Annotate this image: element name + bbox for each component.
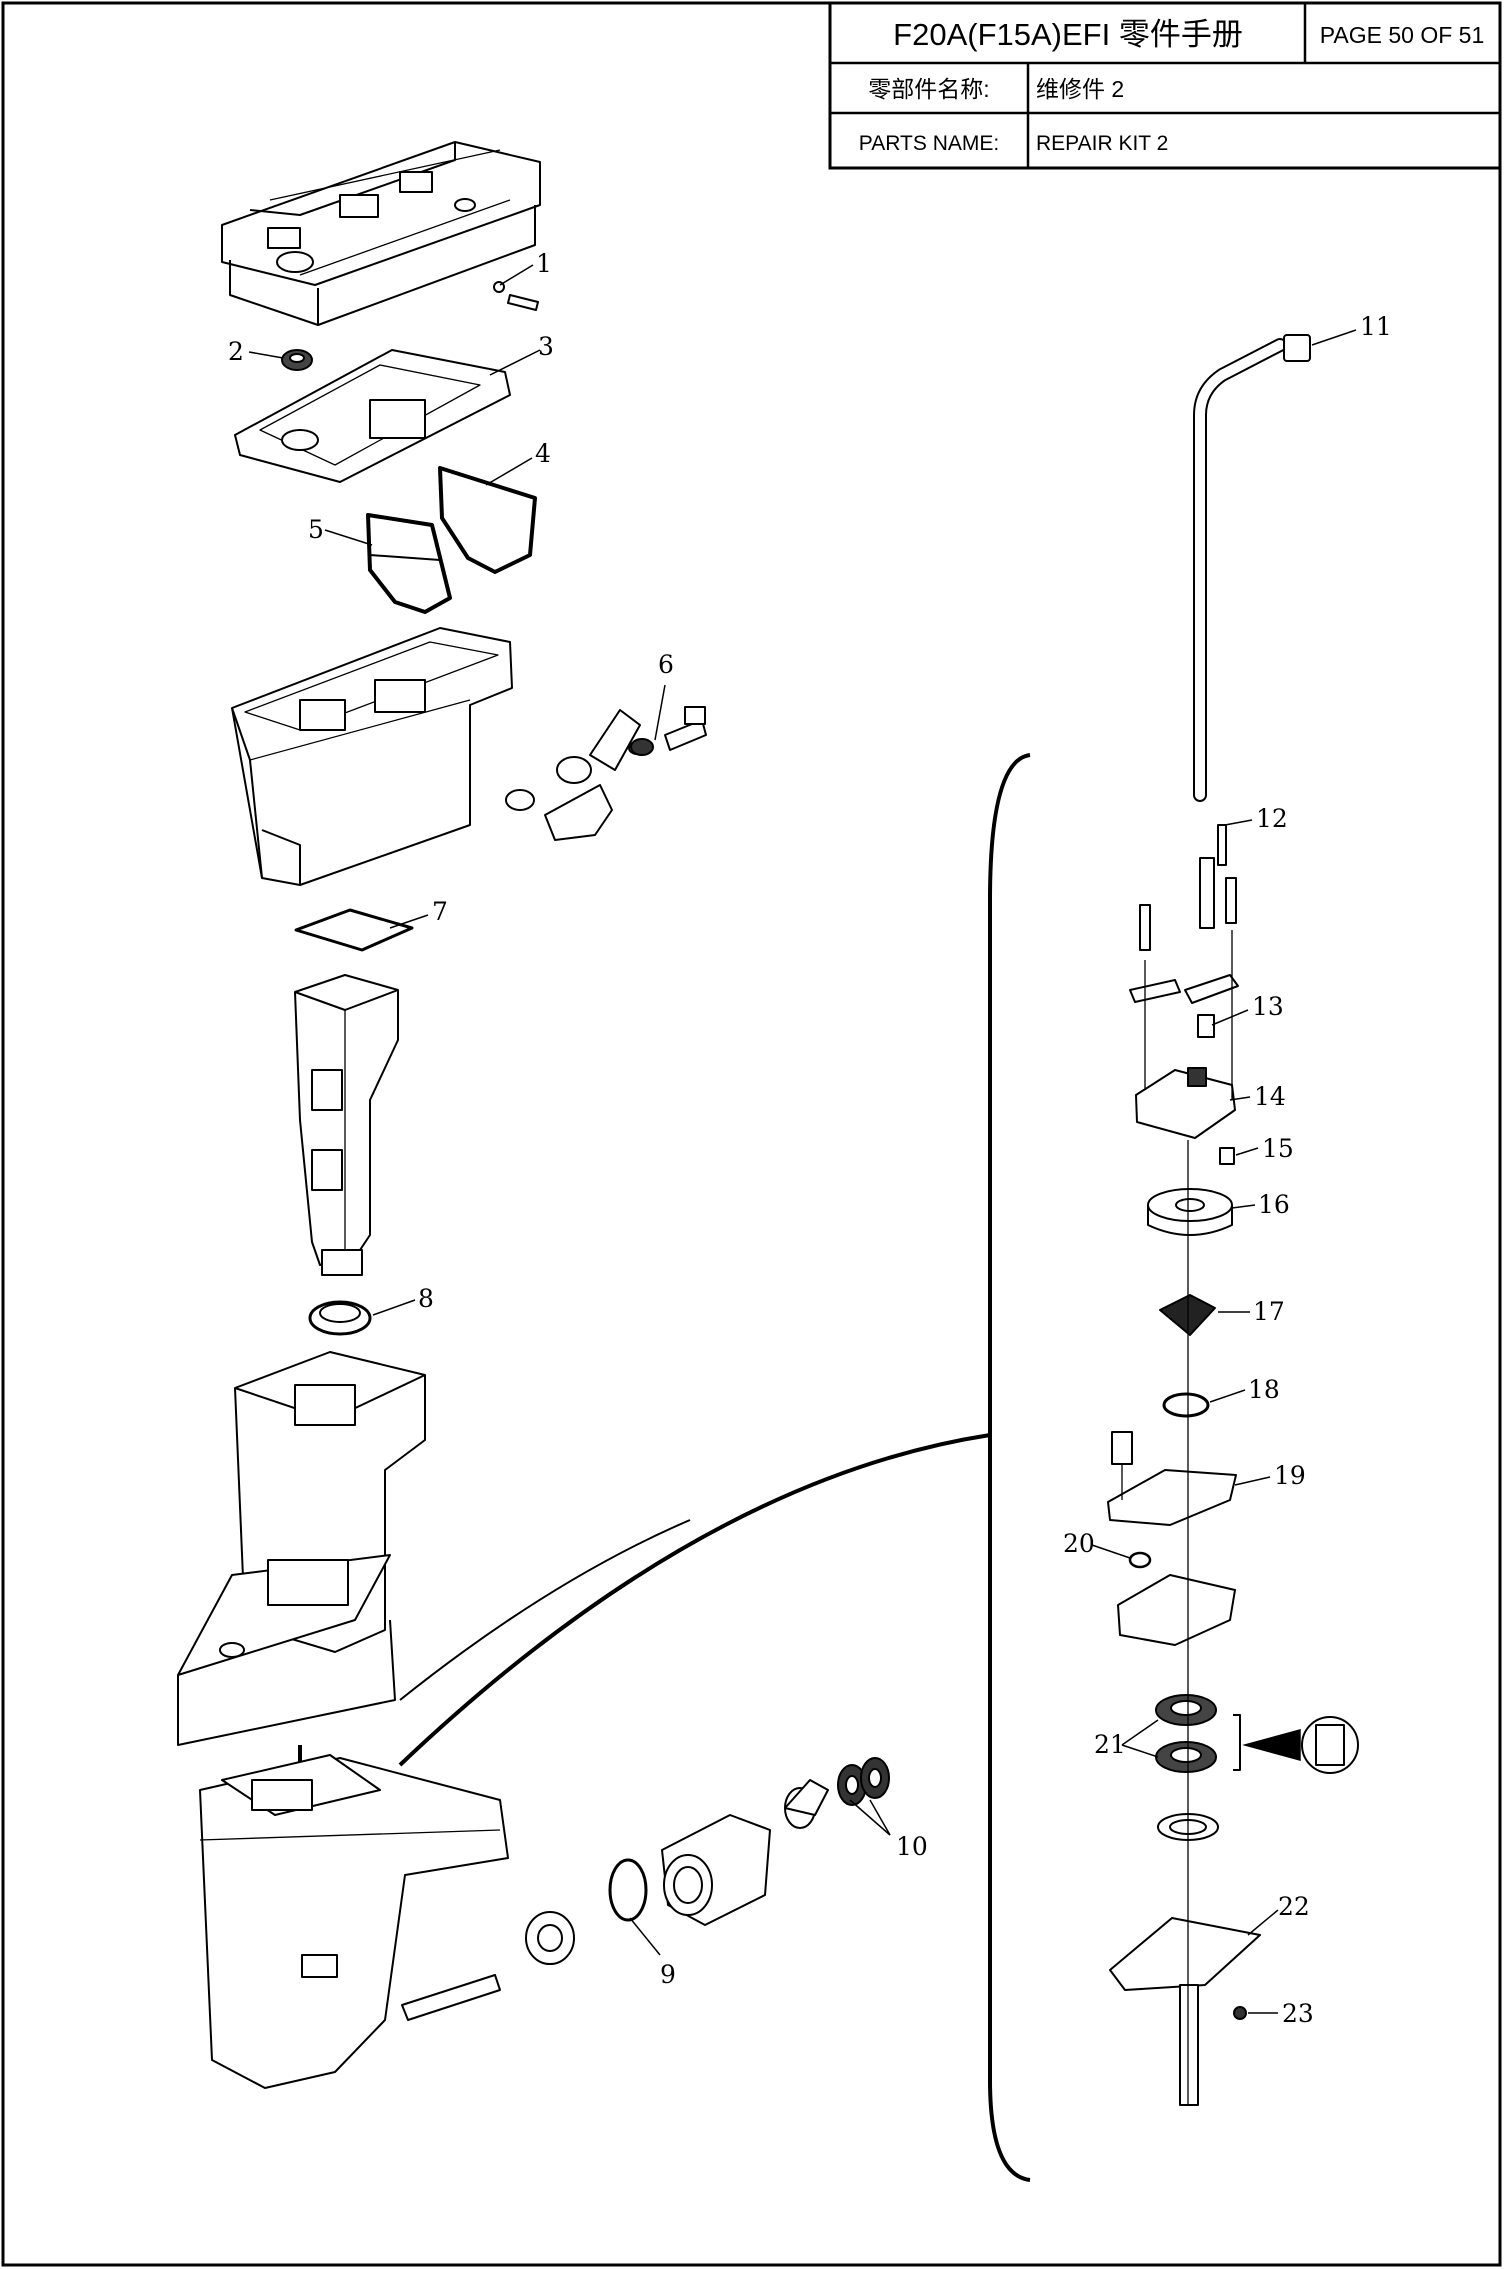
callout-2: 2 xyxy=(228,337,244,366)
cn-name-value: 维修件 2 xyxy=(1036,76,1124,102)
callout-20: 20 xyxy=(1063,1529,1095,1558)
callout-21: 21 xyxy=(1094,1730,1126,1759)
callout-4: 4 xyxy=(535,439,551,468)
callout-12: 12 xyxy=(1256,804,1288,833)
callout-10: 10 xyxy=(896,1832,928,1861)
page-number: PAGE 50 OF 51 xyxy=(1320,22,1484,48)
alignment-lines xyxy=(1121,930,1233,2105)
upper-casing-drawing xyxy=(231,627,707,952)
leader-lines xyxy=(248,264,1357,2014)
callout-7: 7 xyxy=(432,897,448,926)
callout-5: 5 xyxy=(308,515,324,544)
callout-22: 22 xyxy=(1278,1892,1310,1921)
lower-casing-drawing xyxy=(177,1351,890,2089)
callout-11: 11 xyxy=(1360,312,1392,341)
grouping-curves xyxy=(398,753,1031,2182)
callout-17: 17 xyxy=(1253,1297,1285,1326)
callout-3: 3 xyxy=(538,332,554,361)
exhaust-plate-drawing xyxy=(221,141,541,614)
en-name-value: REPAIR KIT 2 xyxy=(1036,132,1168,155)
manual-title: F20A(F15A)EFI 零件手册 xyxy=(893,17,1243,52)
cn-name-label: 零部件名称: xyxy=(868,76,989,102)
callout-13: 13 xyxy=(1252,992,1284,1021)
callout-16: 16 xyxy=(1258,1190,1290,1219)
callout-19: 19 xyxy=(1274,1461,1306,1490)
en-name-label: PARTS NAME: xyxy=(859,132,999,155)
callout-18: 18 xyxy=(1248,1375,1280,1404)
water-pump-drawing xyxy=(1107,334,1359,2106)
callout-labels: 1 2 3 4 5 6 7 8 9 10 11 12 13 14 15 16 1… xyxy=(228,249,1392,2028)
callout-1: 1 xyxy=(536,249,552,278)
callout-8: 8 xyxy=(418,1284,434,1313)
callout-15: 15 xyxy=(1262,1134,1294,1163)
callout-6: 6 xyxy=(658,650,674,679)
callout-23: 23 xyxy=(1282,1999,1314,2028)
header-table: F20A(F15A)EFI 零件手册 PAGE 50 OF 51 零部件名称: … xyxy=(828,1,1502,170)
driveshaft-housing-drawing xyxy=(294,974,399,1336)
callout-9: 9 xyxy=(660,1960,676,1989)
callout-14: 14 xyxy=(1254,1082,1286,1111)
